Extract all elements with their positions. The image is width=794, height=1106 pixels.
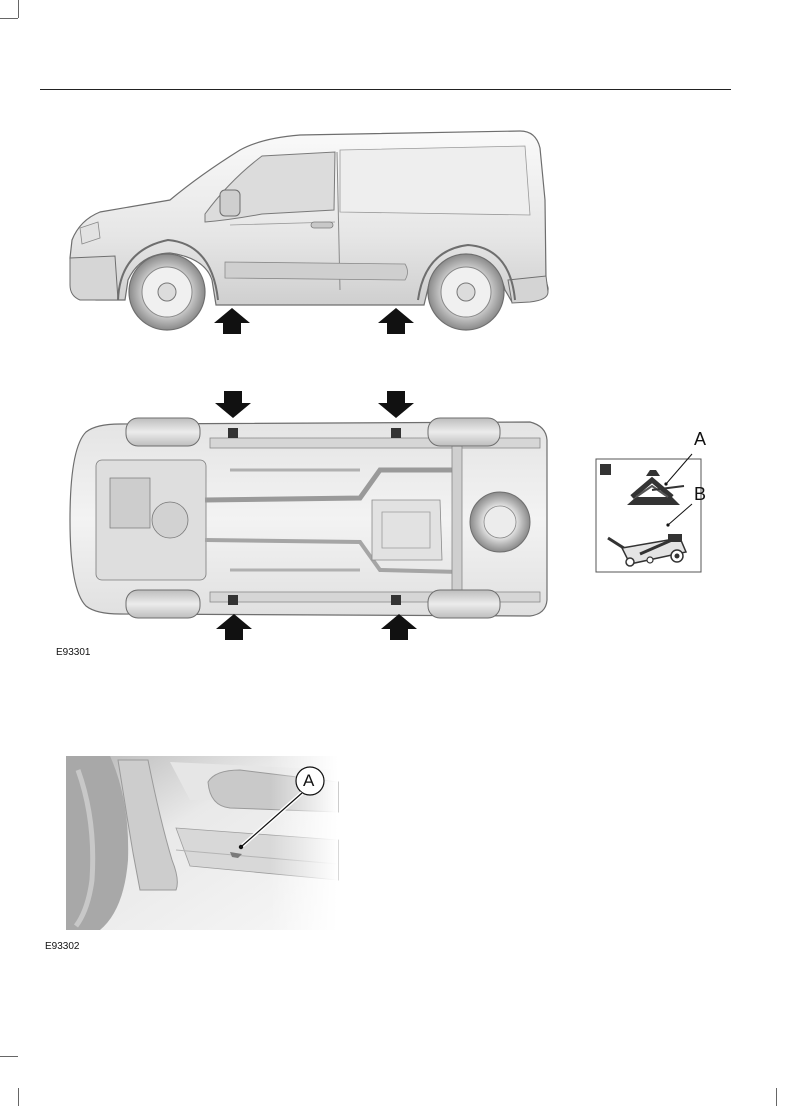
- jacking-point-marker: [391, 428, 401, 438]
- jacking-point-marker: [391, 595, 401, 605]
- figure-code: E93302: [45, 941, 79, 952]
- van-side-view: [70, 131, 548, 330]
- jacking-arrow-up: [381, 614, 417, 640]
- sill-closeup-illustration: [66, 756, 338, 930]
- jacking-arrow-up: [216, 614, 252, 640]
- jacking-arrow-down: [378, 391, 414, 418]
- jacking-point-marker: [600, 464, 611, 475]
- jacking-arrow-down: [215, 391, 251, 418]
- callout-label-a: A: [694, 429, 706, 450]
- van-underside-view: [70, 418, 547, 618]
- front-wheel: [129, 254, 205, 330]
- callout-label-a: A: [303, 771, 314, 791]
- jacking-arrow-up: [378, 308, 414, 334]
- jacking-point-marker: [228, 595, 238, 605]
- jacking-point-marker: [228, 428, 238, 438]
- rear-wheel: [428, 254, 504, 330]
- jack-legend-box: [596, 454, 701, 572]
- figure-code: E93301: [56, 647, 90, 658]
- jacking-arrow-up: [214, 308, 250, 334]
- callout-label-b: B: [694, 484, 706, 505]
